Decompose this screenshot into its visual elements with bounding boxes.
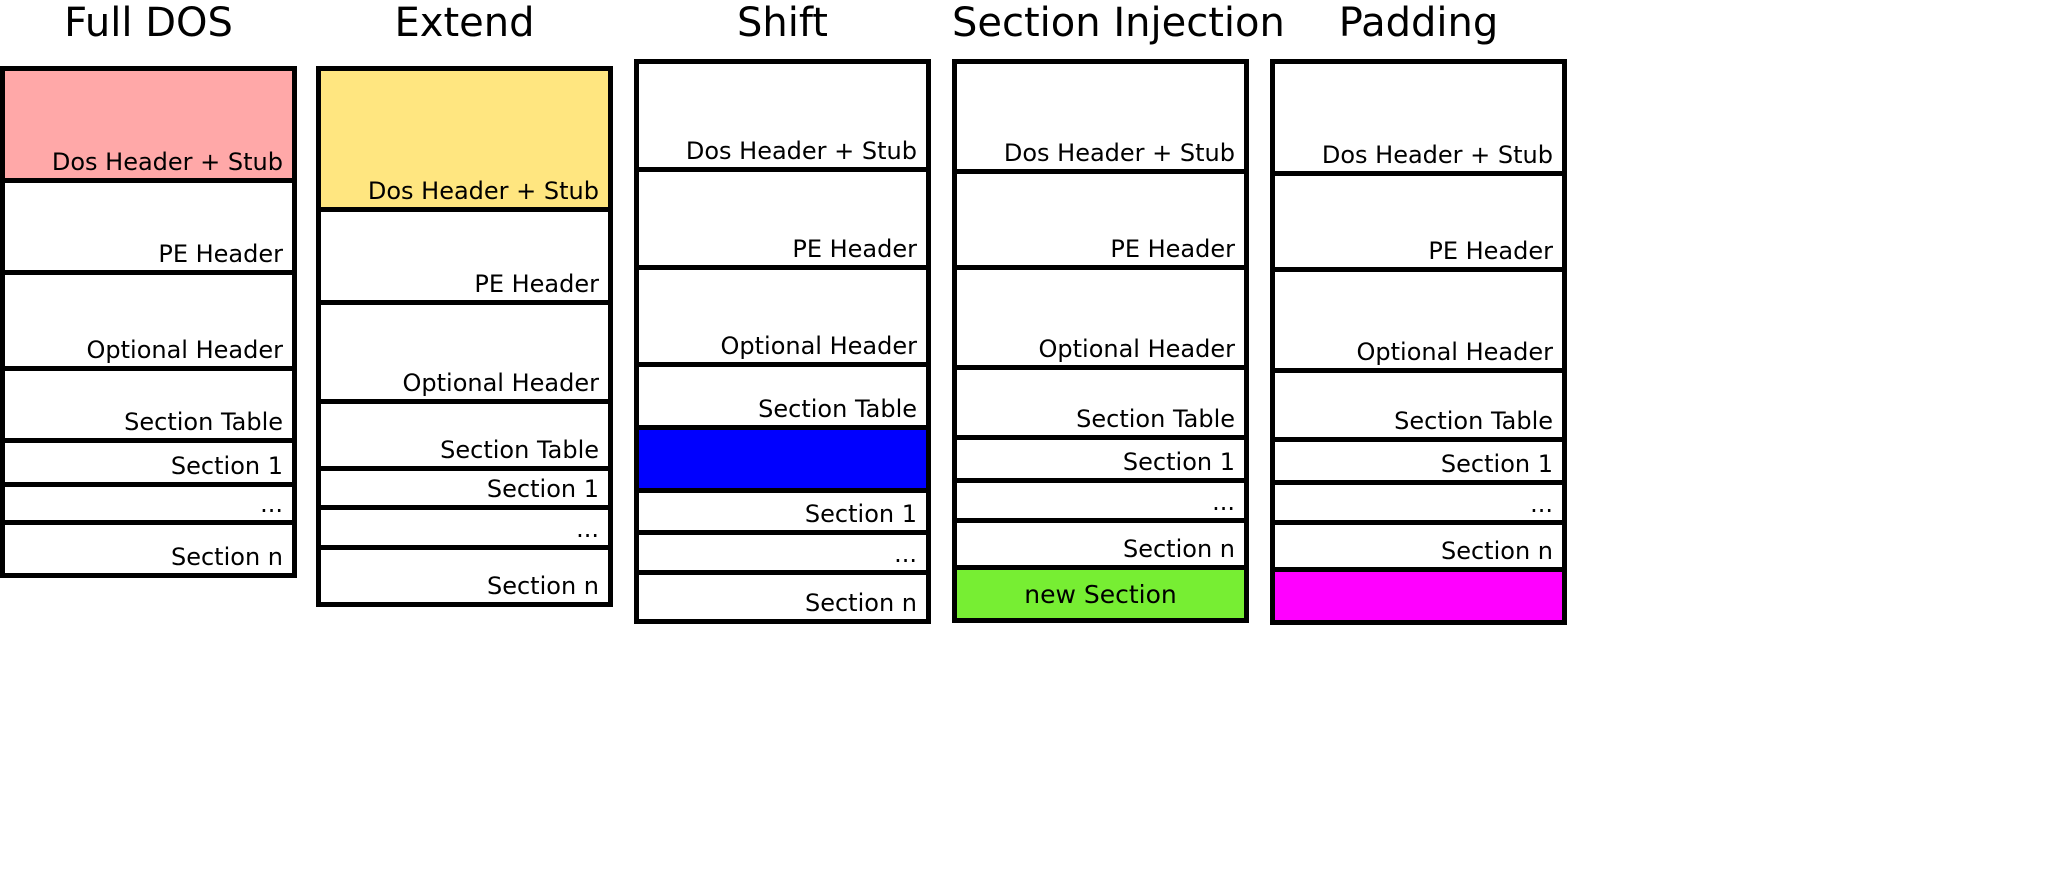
pe-block-label: Section 1 — [170, 452, 283, 480]
pe-block-label: Section Table — [1076, 405, 1235, 433]
pe-block: Section 1 — [316, 466, 613, 510]
pe-block-label: Section Table — [440, 436, 599, 464]
pe-block-label: PE Header — [158, 240, 283, 268]
pe-block: new Section — [952, 565, 1249, 623]
pe-block: Optional Header — [316, 300, 613, 404]
pe-block-label: Section 1 — [804, 500, 917, 528]
pe-block: Dos Header + Stub — [1270, 59, 1567, 176]
pe-block: Optional Header — [634, 265, 931, 367]
pe-block-label: Dos Header + Stub — [1321, 141, 1553, 169]
pe-block-label: ... — [1530, 490, 1553, 518]
pe-block: PE Header — [634, 167, 931, 270]
column-title-padding: Padding — [1338, 0, 1499, 46]
column-title-section-injection: Section Injection — [952, 0, 1285, 46]
pe-block: Section n — [316, 545, 613, 607]
pe-block: Dos Header + Stub — [0, 66, 297, 183]
pe-block-label: Section n — [804, 589, 917, 617]
pe-block: PE Header — [316, 207, 613, 305]
pe-block: Section Table — [634, 362, 931, 430]
column-title-full-dos: Full DOS — [64, 0, 233, 46]
pe-block-label: Section 1 — [1122, 448, 1235, 476]
pe-block-label: ... — [894, 540, 917, 568]
pe-block: ... — [952, 478, 1249, 523]
pe-block-label: Section n — [1440, 537, 1553, 565]
pe-block-label: Section 1 — [486, 475, 599, 503]
pe-block-label: Dos Header + Stub — [367, 177, 599, 205]
pe-block: PE Header — [1270, 171, 1567, 272]
pe-block-label: Section Table — [1394, 407, 1553, 435]
pe-block: Section n — [0, 520, 297, 578]
pe-block: PE Header — [0, 178, 297, 275]
pe-block-label: ... — [1212, 488, 1235, 516]
pe-block: Section 1 — [634, 488, 931, 535]
pe-block-label: Optional Header — [86, 336, 284, 364]
pe-block-label: new Section — [1024, 579, 1177, 609]
pe-block-label: Section 1 — [1440, 450, 1553, 478]
pe-block-label: Optional Header — [1038, 335, 1236, 363]
pe-block: ... — [0, 482, 297, 525]
pe-block: Section 1 — [1270, 437, 1567, 485]
column-title-shift: Shift — [737, 0, 828, 46]
pe-block: Section 1 — [0, 438, 297, 487]
pe-block: Dos Header + Stub — [952, 59, 1249, 174]
pe-block: Section n — [634, 570, 931, 624]
pe-block-label: PE Header — [474, 270, 599, 298]
pe-block: Dos Header + Stub — [316, 66, 613, 212]
pe-block: Section Table — [1270, 368, 1567, 442]
pe-block-label: Optional Header — [720, 332, 918, 360]
pe-block-label: Section n — [486, 572, 599, 600]
pe-block-label: PE Header — [1110, 235, 1235, 263]
pe-block-label: Optional Header — [1356, 338, 1554, 366]
pe-block: Optional Header — [952, 265, 1249, 370]
pe-block: Section Table — [0, 366, 297, 443]
pe-block: Section Table — [952, 365, 1249, 440]
pe-block-label: ... — [260, 490, 283, 518]
pe-block-label: Dos Header + Stub — [51, 148, 283, 176]
pe-block: Optional Header — [0, 270, 297, 371]
pe-block-label: Dos Header + Stub — [685, 137, 917, 165]
pe-block: PE Header — [952, 169, 1249, 270]
pe-block — [1270, 567, 1567, 625]
pe-block: Section 1 — [952, 435, 1249, 483]
pe-block-label: Section Table — [758, 395, 917, 423]
pe-block: ... — [634, 530, 931, 575]
pe-block-label: Section n — [1122, 535, 1235, 563]
pe-block: ... — [316, 505, 613, 550]
column-title-extend: Extend — [394, 0, 535, 46]
pe-block-label: PE Header — [792, 235, 917, 263]
pe-block-label: Optional Header — [402, 369, 600, 397]
pe-block: ... — [1270, 480, 1567, 525]
pe-block: Section n — [1270, 520, 1567, 572]
pe-block-label: Section n — [170, 543, 283, 571]
pe-block: Section Table — [316, 399, 613, 471]
pe-block-label: Dos Header + Stub — [1003, 139, 1235, 167]
pe-block: Section n — [952, 518, 1249, 570]
pe-block — [634, 425, 931, 493]
pe-block: Dos Header + Stub — [634, 59, 931, 172]
pe-block-label: ... — [576, 515, 599, 543]
pe-block: Optional Header — [1270, 267, 1567, 373]
pe-block-label: Section Table — [124, 408, 283, 436]
pe-block-label: PE Header — [1428, 237, 1553, 265]
